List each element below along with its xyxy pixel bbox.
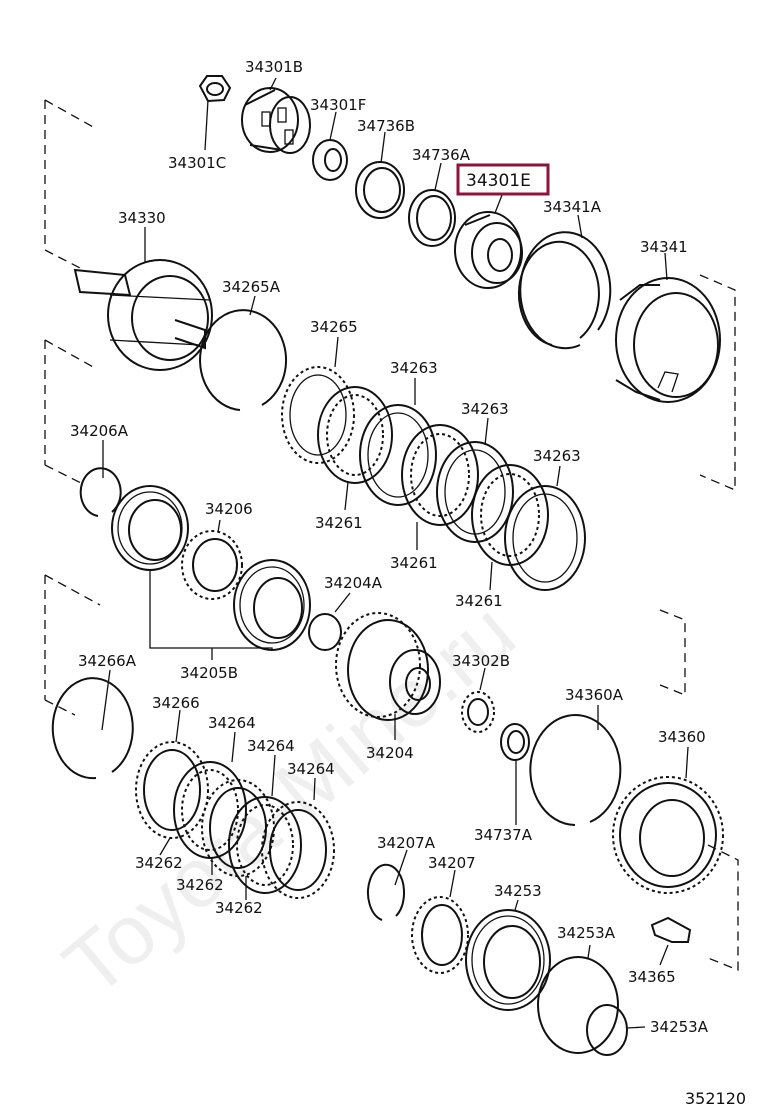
part-34266A-snap-ring[interactable] <box>51 677 134 780</box>
label-34264-c[interactable]: 34264 <box>287 760 335 778</box>
part-34205B-piston-a[interactable] <box>111 485 189 571</box>
label-34736B[interactable]: 34736B <box>357 117 415 135</box>
label-34207[interactable]: 34207 <box>428 854 476 872</box>
part-34262-disc-3[interactable] <box>261 801 335 899</box>
label-34206[interactable]: 34206 <box>205 500 253 518</box>
label-34204[interactable]: 34204 <box>366 744 414 762</box>
label-34302B[interactable]: 34302B <box>452 652 510 670</box>
part-34263-plate-1[interactable] <box>359 404 437 506</box>
diagram-code: 352120 <box>685 1089 746 1108</box>
label-34205B[interactable]: 34205B <box>180 664 238 682</box>
label-34360A[interactable]: 34360A <box>565 686 624 704</box>
part-34263-plate-3[interactable] <box>504 485 586 591</box>
part-34341-drum[interactable] <box>615 277 721 403</box>
part-34301E-bearing[interactable] <box>454 211 523 289</box>
part-34341A-snap-ring[interactable] <box>517 231 612 350</box>
part-34207A-snap-ring[interactable] <box>367 863 405 921</box>
label-34261-b[interactable]: 34261 <box>390 554 438 572</box>
label-34253A-a[interactable]: 34253A <box>557 924 616 942</box>
part-34207-bearing[interactable] <box>411 896 469 974</box>
label-34301B[interactable]: 34301B <box>245 58 303 76</box>
label-34207A[interactable]: 34207A <box>377 834 436 852</box>
part-34737A-washer[interactable] <box>500 723 530 761</box>
label-34301C[interactable]: 34301C <box>168 154 226 172</box>
part-34253-piston[interactable] <box>465 909 551 1011</box>
part-34262-disc-1[interactable] <box>135 741 209 839</box>
label-34263-b[interactable]: 34263 <box>461 400 509 418</box>
part-34264-plate-1[interactable] <box>173 761 247 859</box>
label-34262-c[interactable]: 34262 <box>215 899 263 917</box>
assembly-guide-lines <box>44 99 739 971</box>
label-34263-c[interactable]: 34263 <box>533 447 581 465</box>
label-34265A[interactable]: 34265A <box>222 278 281 296</box>
part-34736A-washer[interactable] <box>408 189 456 247</box>
part-34360-drum[interactable] <box>612 776 724 894</box>
part-34365-clip[interactable] <box>650 916 692 943</box>
label-34253[interactable]: 34253 <box>494 882 542 900</box>
leader-lines <box>101 77 689 1029</box>
part-34265A-snap-ring[interactable] <box>199 309 287 411</box>
label-34253A-b[interactable]: 34253A <box>650 1018 709 1036</box>
label-34736A[interactable]: 34736A <box>412 146 471 164</box>
part-34253A-seal-small[interactable] <box>586 1004 628 1056</box>
label-34301F[interactable]: 34301F <box>310 96 366 114</box>
label-34266[interactable]: 34266 <box>152 694 200 712</box>
label-34330[interactable]: 34330 <box>118 209 166 227</box>
part-34302B-bearing[interactable] <box>461 691 495 733</box>
part-labels: 34301B 34301C 34301F 34736B 34736A 34301… <box>70 58 746 1108</box>
part-34206A-snap-ring[interactable] <box>79 467 122 517</box>
label-34262-b[interactable]: 34262 <box>176 876 224 894</box>
part-34301F-race[interactable] <box>312 139 348 181</box>
part-34204A-o-ring[interactable] <box>308 613 342 651</box>
label-34737A[interactable]: 34737A <box>474 826 533 844</box>
label-34204A[interactable]: 34204A <box>324 574 383 592</box>
label-34261-c[interactable]: 34261 <box>455 592 503 610</box>
label-34341[interactable]: 34341 <box>640 238 688 256</box>
part-34261-disc-2[interactable] <box>401 424 479 526</box>
label-34262-a[interactable]: 34262 <box>135 854 183 872</box>
label-34360[interactable]: 34360 <box>658 728 706 746</box>
part-34253A-seal-large[interactable] <box>537 956 619 1054</box>
label-34265[interactable]: 34265 <box>310 318 358 336</box>
part-34204-hub[interactable] <box>335 612 441 721</box>
part-34206-one-way-clutch[interactable] <box>181 530 243 600</box>
part-34360A-snap-ring[interactable] <box>529 714 622 826</box>
part-34205B-piston-b[interactable] <box>233 559 311 651</box>
part-34264-plate-2[interactable] <box>228 796 302 894</box>
label-34264-b[interactable]: 34264 <box>247 737 295 755</box>
part-34301C-nut[interactable] <box>198 75 232 103</box>
label-34263-a[interactable]: 34263 <box>390 359 438 377</box>
label-34206A[interactable]: 34206A <box>70 422 129 440</box>
part-34261-disc-1[interactable] <box>317 386 393 484</box>
label-34341A[interactable]: 34341A <box>543 198 602 216</box>
part-34265-plate[interactable] <box>281 366 355 464</box>
label-34264-a[interactable]: 34264 <box>208 714 256 732</box>
label-34365[interactable]: 34365 <box>628 968 676 986</box>
label-34261-a[interactable]: 34261 <box>315 514 363 532</box>
part-34330-shaft[interactable] <box>73 259 213 371</box>
part-34736B-washer[interactable] <box>355 161 405 219</box>
part-34301B-bearing[interactable] <box>241 87 311 154</box>
label-34301E[interactable]: 34301E <box>466 171 531 191</box>
highlight-box-34301E <box>456 163 550 196</box>
label-34266A[interactable]: 34266A <box>78 652 137 670</box>
